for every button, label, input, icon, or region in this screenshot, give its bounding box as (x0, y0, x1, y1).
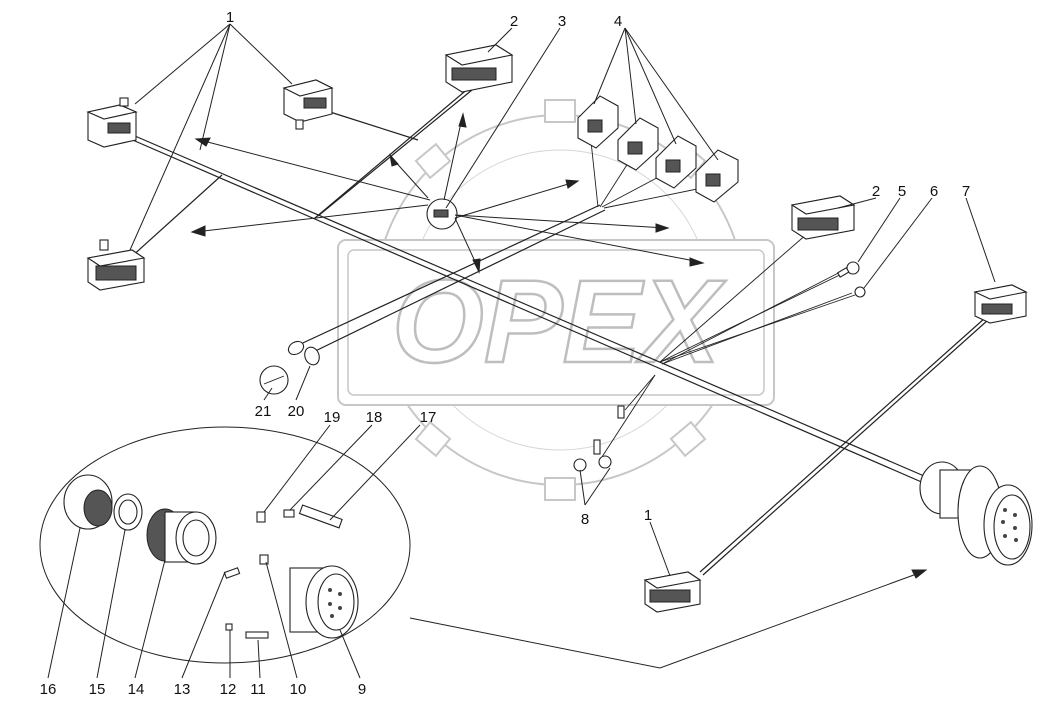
callout-9: 9 (358, 681, 366, 698)
callout-14: 14 (128, 681, 145, 698)
relay-4 (695, 149, 739, 203)
relay-1 (577, 95, 619, 149)
callout-15: 15 (89, 681, 106, 698)
part-15-washer (113, 493, 143, 531)
connector-7 (973, 284, 1028, 324)
connector-2-top (444, 44, 514, 93)
callout-1: 1 (226, 9, 234, 26)
callout-13: 13 (174, 681, 191, 698)
callout-18: 18 (366, 409, 383, 426)
watermark-logo: OPEX (337, 99, 775, 501)
callout-1-bottom: 1 (644, 507, 652, 524)
connector-1-lower-left (86, 239, 146, 291)
callout-17: 17 (420, 409, 437, 426)
callout-4: 4 (614, 13, 622, 30)
relay-group-4 (577, 95, 739, 203)
relay-2 (617, 117, 659, 171)
relay-3 (655, 135, 697, 189)
part-14-body (146, 508, 217, 565)
callout-5: 5 (898, 183, 906, 200)
exploded-view (39, 426, 411, 664)
callout-12: 12 (220, 681, 237, 698)
callout-labels: 1 2 3 4 2 5 6 7 8 1 9 10 11 12 13 14 15 … (40, 9, 971, 698)
callout-8: 8 (581, 511, 589, 528)
callout-11: 11 (250, 681, 266, 698)
plug-20 (287, 340, 320, 366)
arrows (190, 112, 928, 669)
part-16-nut (63, 474, 113, 530)
callout-10: 10 (290, 681, 307, 698)
detail-3 (426, 198, 458, 230)
callout-16: 16 (40, 681, 57, 698)
callout-21: 21 (255, 403, 272, 420)
leader-lines (47, 23, 996, 679)
callout-3: 3 (558, 13, 566, 30)
part-pins (223, 504, 343, 639)
callout-2: 2 (510, 13, 518, 30)
round-connector-assembled (919, 461, 1033, 566)
detail-21 (259, 365, 289, 395)
connector-1-top-left (86, 97, 138, 148)
callout-6: 6 (930, 183, 938, 200)
connector-1-middle (282, 79, 334, 130)
connector-1-bottom (643, 571, 702, 613)
connector-2-right (790, 195, 856, 240)
watermark-text: OPEX (392, 256, 726, 388)
callout-19: 19 (324, 409, 341, 426)
harness-wires (127, 86, 989, 576)
callout-20: 20 (288, 403, 305, 420)
callout-7: 7 (962, 183, 970, 200)
ring-terminals-8 (573, 405, 625, 472)
ring-terminal-5 (836, 261, 860, 278)
ring-terminal-6 (854, 286, 866, 298)
callout-2-right: 2 (872, 183, 880, 200)
part-9-receptacle (289, 565, 359, 639)
